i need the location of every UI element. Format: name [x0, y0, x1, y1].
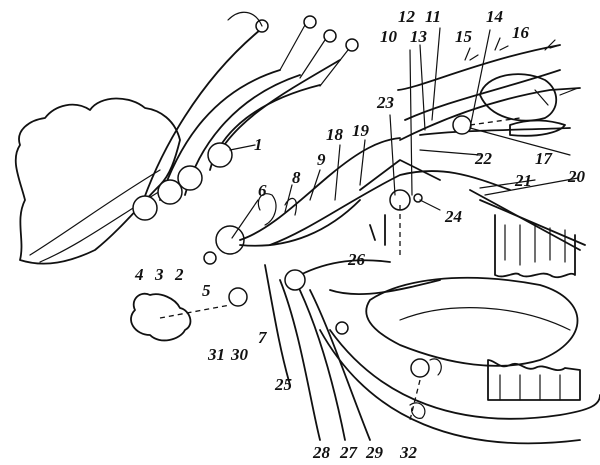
- label-32: 32: [399, 443, 418, 462]
- label-26: 26: [347, 250, 366, 269]
- upper-terminal-ganglia: [227, 11, 359, 87]
- label-18: 18: [326, 125, 344, 144]
- label-3: 3: [154, 265, 164, 284]
- orbital-branches: [464, 37, 579, 96]
- label-11: 11: [425, 7, 441, 26]
- label-9: 9: [317, 150, 326, 169]
- label-30: 30: [230, 345, 249, 364]
- eye-globe: [479, 73, 558, 122]
- lower-nerves: [264, 259, 441, 441]
- label-2: 2: [174, 265, 184, 284]
- lower-teeth: [487, 359, 581, 401]
- label-12: 12: [398, 7, 416, 26]
- ear-region: [257, 193, 297, 226]
- label-27: 27: [339, 443, 359, 462]
- label-17: 17: [535, 149, 554, 168]
- mandible-outline: [319, 329, 600, 445]
- upper-teeth: [494, 214, 576, 279]
- label-13: 13: [410, 27, 428, 46]
- label-10: 10: [380, 27, 398, 46]
- pterygopalatine-ganglion: [389, 115, 472, 211]
- brain-outline: [14, 97, 181, 265]
- leader-lines: [229, 27, 579, 239]
- label-15: 15: [455, 27, 473, 46]
- nasal-process: [509, 119, 566, 137]
- label-1: 1: [254, 135, 263, 154]
- label-14: 14: [486, 7, 503, 26]
- label-23: 23: [376, 93, 395, 112]
- label-19: 19: [352, 121, 370, 140]
- submandibular-ganglion: [409, 358, 442, 419]
- otic-ganglion-cloud: [130, 292, 192, 342]
- label-20: 20: [567, 167, 586, 186]
- label-8: 8: [292, 168, 301, 187]
- cranial-nuclei: [132, 142, 248, 307]
- label-31: 31: [207, 345, 225, 364]
- label-7: 7: [258, 328, 268, 347]
- label-6: 6: [258, 181, 267, 200]
- label-4: 4: [134, 265, 144, 284]
- label-25: 25: [274, 375, 293, 394]
- label-28: 28: [312, 443, 331, 462]
- label-21: 21: [514, 171, 532, 190]
- label-16: 16: [512, 23, 530, 42]
- brain-sulci: [29, 169, 171, 263]
- palate-structure: [359, 159, 441, 246]
- tongue: [365, 276, 579, 367]
- label-29: 29: [365, 443, 384, 462]
- label-numbers: 1 2 3 4 5 6 7 8 9 10 11 12 13 14 15 16 1…: [134, 7, 586, 462]
- label-5: 5: [202, 281, 211, 300]
- label-24: 24: [444, 207, 462, 226]
- label-22: 22: [474, 149, 493, 168]
